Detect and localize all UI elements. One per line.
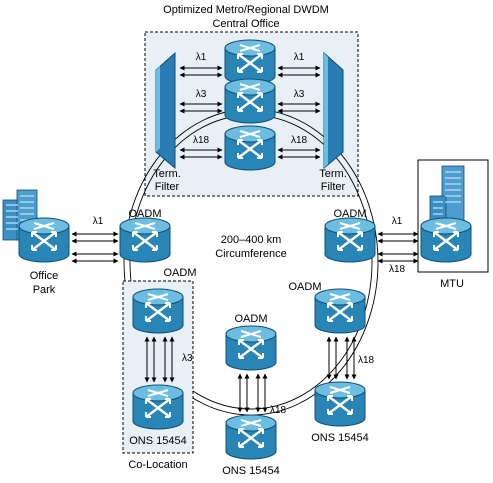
- office-park-router-icon: [17, 216, 71, 264]
- oadm-right-label: OADM: [334, 208, 367, 220]
- co-lambda3-right: λ3: [294, 89, 305, 100]
- mtu-building-icon: [429, 165, 465, 231]
- ons-bottom-router-icon: [224, 413, 278, 461]
- co-lambda3-left: λ3: [196, 89, 207, 100]
- term-filter-left-line2: Filter: [155, 181, 180, 193]
- co-lambda18-right: λ18: [291, 135, 308, 146]
- co-arrows: [179, 65, 321, 160]
- colo-lambda3: λ3: [182, 353, 193, 364]
- term-filter-right-line1: Term.: [319, 168, 347, 180]
- term-filter-right-line2: Filter: [321, 181, 346, 193]
- circumference-line1: 200–400 km: [221, 234, 282, 246]
- bottom-arrows: [237, 373, 268, 413]
- co-router-l1-icon: [223, 38, 277, 86]
- co-location-label: Co-Location: [128, 459, 187, 471]
- colo-arrows: [144, 336, 175, 383]
- oadm-colo-router-icon: [131, 287, 185, 335]
- oadm-lower-right-router-icon: [313, 287, 367, 335]
- mtu-arrows: [377, 231, 419, 264]
- office-park-arrows: [71, 231, 119, 264]
- co-lambda1-right: λ1: [294, 52, 305, 63]
- office-park-lambda1: λ1: [93, 216, 104, 227]
- ons-lower-right-router-icon: [313, 380, 367, 428]
- office-park-line2: Park: [33, 284, 56, 296]
- co-lambda18-left: λ18: [193, 135, 210, 146]
- title-line2: Central Office: [212, 18, 279, 30]
- oadm-lower-right-label: OADM: [289, 281, 322, 293]
- oadm-bottom-router-icon: [224, 324, 278, 372]
- ons-bottom-label: ONS 15454: [222, 465, 279, 477]
- ons-colo-label: ONS 15454: [129, 435, 186, 447]
- mtu-lambda18: λ18: [389, 264, 406, 275]
- circumference-line2: Circumference: [215, 248, 287, 260]
- terminal-filter-left-icon: [155, 51, 176, 170]
- oadm-left-label: OADM: [129, 208, 162, 220]
- ons-colo-router-icon: [131, 383, 185, 431]
- mtu-router-icon: [419, 216, 473, 264]
- lower-right-lambda18: λ18: [358, 355, 375, 366]
- co-lambda1-left: λ1: [196, 52, 207, 63]
- mtu-lambda1: λ1: [392, 216, 403, 227]
- oadm-bottom-label: OADM: [235, 313, 268, 325]
- ons-lower-right-label: ONS 15454: [311, 432, 368, 444]
- office-park-line1: Office: [30, 270, 59, 282]
- title-line1: Optimized Metro/Regional DWDM: [163, 4, 329, 16]
- lower-right-arrows: [326, 336, 357, 380]
- oadm-right-router-icon: [323, 216, 377, 264]
- terminal-filter-right-icon: [323, 51, 344, 170]
- oadm-colo-label: OADM: [164, 267, 197, 279]
- oadm-left-router-icon: [118, 216, 172, 264]
- co-router-l18-icon: [223, 124, 277, 172]
- mtu-label: MTU: [440, 278, 464, 290]
- bottom-lambda18: λ18: [270, 405, 287, 416]
- co-router-l3-icon: [223, 77, 277, 125]
- term-filter-left-line1: Term.: [153, 168, 181, 180]
